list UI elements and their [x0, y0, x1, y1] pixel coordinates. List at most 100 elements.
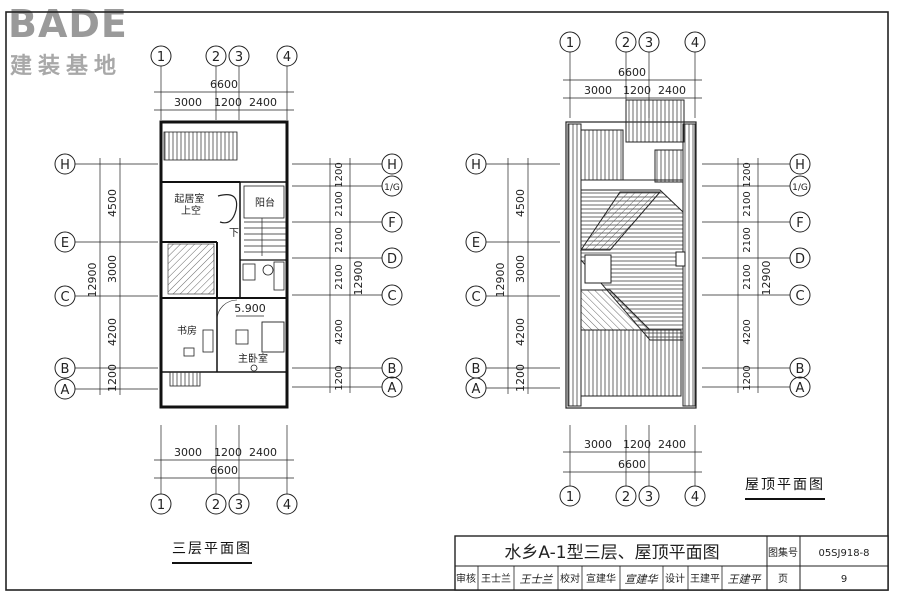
svg-text:4: 4: [283, 498, 291, 513]
label-level: 5.900: [234, 302, 266, 315]
room-label-study: 书房: [177, 324, 197, 337]
svg-text:1200: 1200: [334, 162, 345, 187]
svg-text:1200: 1200: [623, 438, 651, 451]
svg-text:A: A: [388, 381, 397, 396]
designer-signature: 王建平: [728, 573, 762, 586]
svg-text:12900: 12900: [760, 261, 773, 296]
svg-text:2400: 2400: [658, 438, 686, 451]
dim-bay-1: 3000: [174, 96, 202, 109]
axis-label: H: [60, 158, 70, 173]
room-label-master-bedroom: 主卧室: [238, 352, 268, 365]
roof-bottom-col-axes: 3000 1200 2400 6600 1 2 3 4: [559, 425, 706, 507]
atlas-label: 图集号: [768, 546, 798, 559]
room-line: 上空: [181, 204, 201, 217]
svg-text:1/G: 1/G: [384, 183, 400, 193]
designer-label: 设计: [665, 572, 685, 585]
roof-row-axes-right: H 1/G F D C B A 1200 2100 2100 2100 420: [702, 153, 811, 398]
svg-text:F: F: [796, 216, 803, 231]
page-label: 页: [778, 573, 788, 585]
svg-text:3: 3: [235, 498, 243, 513]
roof-plan: 1 2 3 4 6600 3000 1200 2400: [465, 31, 811, 507]
svg-text:3000: 3000: [174, 446, 202, 459]
axis-label: A: [61, 383, 70, 398]
svg-text:6600: 6600: [618, 66, 646, 79]
svg-text:3000: 3000: [514, 255, 527, 283]
dim-bay-3: 2400: [249, 96, 277, 109]
third-floor-plan: 1 2 3 4 6600 3000 1200 2400: [54, 45, 403, 515]
svg-text:1/G: 1/G: [792, 183, 808, 193]
svg-text:2100: 2100: [334, 264, 345, 289]
svg-text:2100: 2100: [334, 227, 345, 252]
svg-text:C: C: [471, 290, 480, 305]
svg-text:1200: 1200: [214, 446, 242, 459]
svg-text:4: 4: [691, 36, 699, 51]
room-label-balcony: 阳台: [255, 196, 275, 209]
svg-text:H: H: [795, 158, 805, 173]
room-label-living-void: 起居室 上空: [174, 192, 207, 217]
reviewer-label: 审核: [456, 572, 476, 585]
svg-text:1200: 1200: [623, 84, 651, 97]
title-block: 水乡A-1型三层、屋顶平面图 图集号 05SJ918-8 审核 王士兰 王士兰 …: [454, 535, 889, 591]
svg-text:2400: 2400: [658, 84, 686, 97]
svg-text:6600: 6600: [210, 464, 238, 477]
svg-text:4: 4: [691, 490, 699, 505]
sheet-border: [5, 11, 889, 591]
svg-text:2: 2: [622, 490, 630, 505]
svg-text:1200: 1200: [742, 162, 753, 187]
left-plan-walls: [159, 120, 289, 409]
svg-text:4200: 4200: [514, 318, 527, 346]
reviewer-signature: 王士兰: [520, 573, 554, 586]
svg-text:12900: 12900: [352, 261, 365, 296]
svg-text:3: 3: [645, 490, 653, 505]
room-line: 起居室: [174, 192, 204, 205]
svg-text:4200: 4200: [742, 319, 753, 344]
svg-text:2100: 2100: [334, 191, 345, 216]
svg-text:2400: 2400: [249, 446, 277, 459]
third-floor-plan-title: 三层平面图: [172, 538, 252, 564]
axis-label: 1: [157, 50, 165, 65]
svg-text:4200: 4200: [334, 319, 345, 344]
svg-text:H: H: [387, 158, 397, 173]
checker-name: 宣建华: [586, 572, 616, 585]
axis-label: 3: [235, 50, 243, 65]
svg-text:C: C: [795, 289, 804, 304]
svg-text:12900: 12900: [494, 263, 507, 298]
svg-text:D: D: [795, 252, 805, 267]
dim-seg: 3000: [106, 255, 119, 283]
svg-text:E: E: [472, 236, 480, 251]
roof-row-axes-left: H E C B A 12900 4500 3000 4200 1200: [465, 153, 560, 399]
atlas-number: 05SJ918-8: [818, 548, 869, 559]
svg-text:1200: 1200: [334, 365, 345, 390]
svg-text:D: D: [387, 252, 397, 267]
left-row-axes-right: H 1/G F D C B A 1200 2100 2100 2100 420: [292, 153, 403, 398]
axis-label: 4: [283, 50, 291, 65]
svg-text:2100: 2100: [742, 227, 753, 252]
svg-text:A: A: [472, 382, 481, 397]
designer-name: 王建平: [690, 572, 720, 585]
page-number: 9: [841, 574, 847, 585]
logo-brand: BADE: [8, 2, 128, 46]
svg-text:3000: 3000: [584, 438, 612, 451]
checker-signature: 宣建华: [625, 573, 660, 586]
left-top-col-axes: 1 2 3 4 6600 3000 1200 2400: [150, 45, 298, 120]
axis-label: C: [60, 290, 69, 305]
right-top-col-axes: 1 2 3 4 6600 3000 1200 2400: [559, 31, 706, 118]
dim-bay-2: 1200: [214, 96, 242, 109]
roof-plan-title: 屋顶平面图: [745, 474, 825, 500]
svg-text:4500: 4500: [514, 189, 527, 217]
axis-label: E: [61, 236, 69, 251]
svg-text:B: B: [472, 362, 481, 377]
dim-total-width: 6600: [210, 78, 238, 91]
dim-seg: 4500: [106, 189, 119, 217]
logo-subtitle: 建装基地: [10, 54, 123, 79]
svg-text:2: 2: [622, 36, 630, 51]
axis-label: B: [61, 362, 70, 377]
dim-seg: 4200: [106, 318, 119, 346]
dim-seg: 1200: [106, 364, 119, 392]
svg-text:2100: 2100: [742, 191, 753, 216]
svg-text:B: B: [796, 362, 805, 377]
svg-text:A: A: [796, 381, 805, 396]
svg-text:1: 1: [566, 490, 574, 505]
svg-text:1: 1: [157, 498, 165, 513]
left-row-axes-left: H E C B A 12900 4500 3000 4200 1200: [54, 153, 158, 400]
